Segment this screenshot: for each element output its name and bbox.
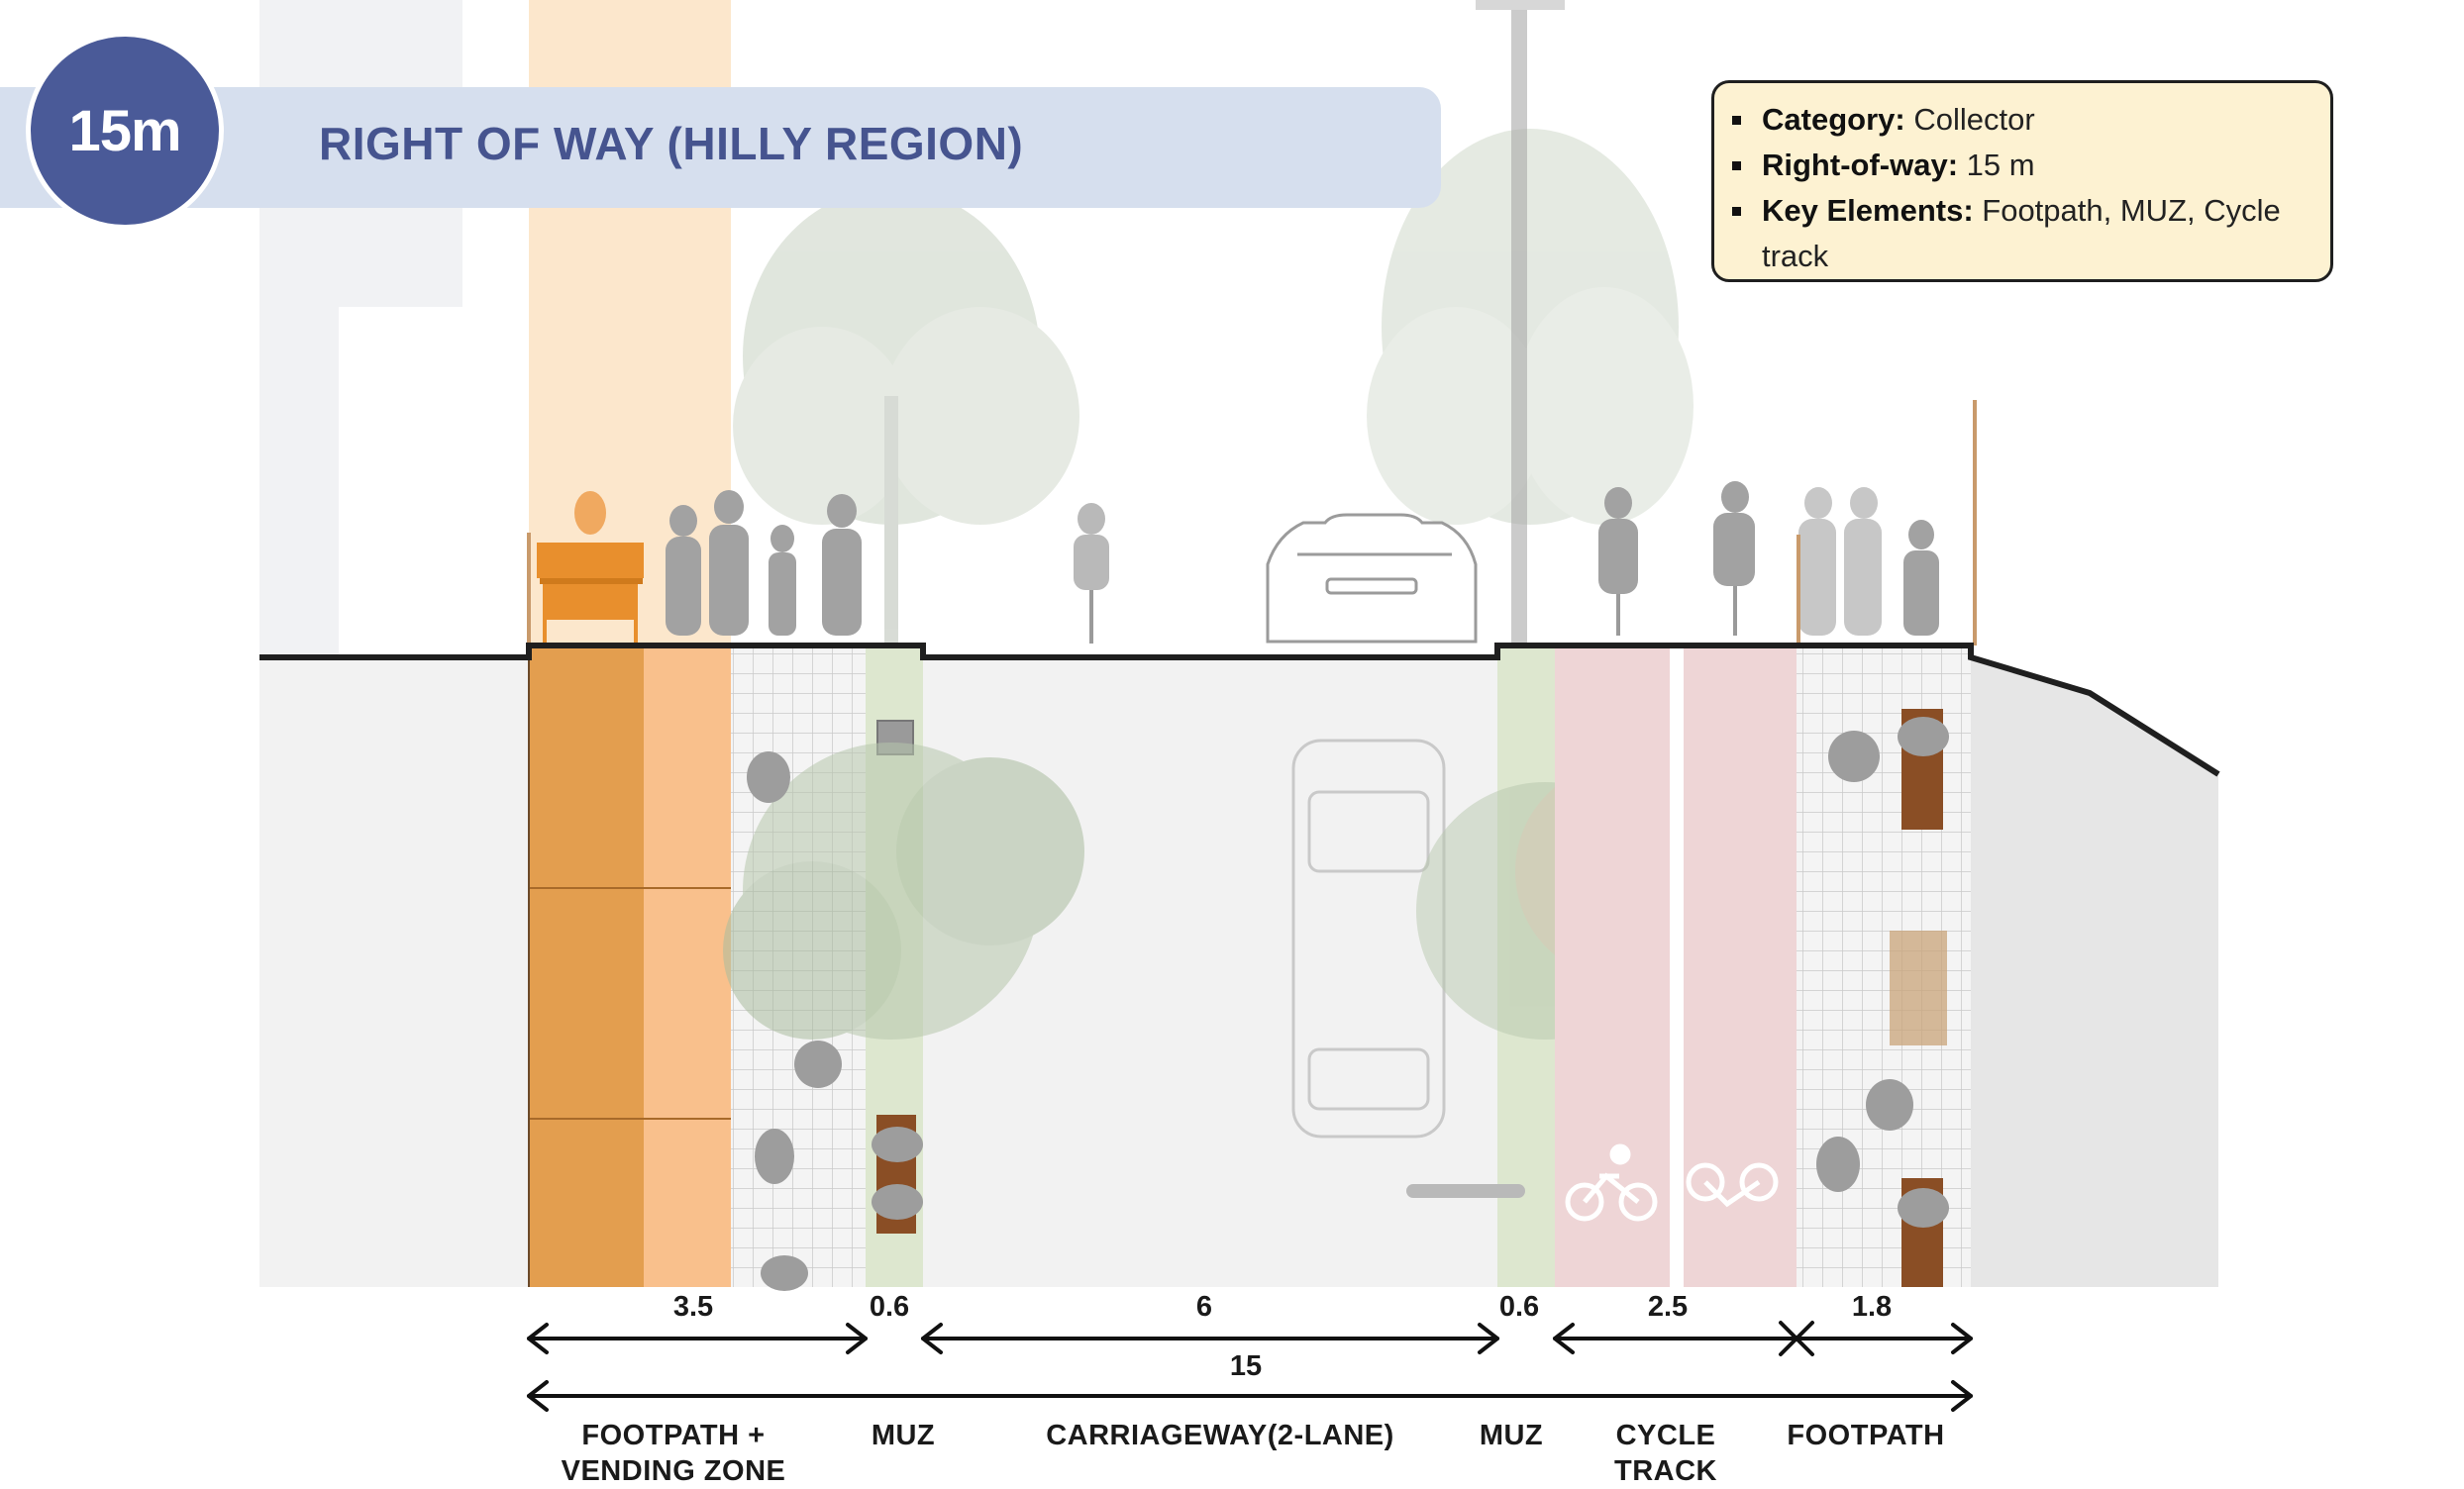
- dim-carriageway: 6: [1195, 1291, 1213, 1323]
- pedestrian-plan-icons: [747, 717, 1949, 1291]
- tree-elevation-right: [1367, 129, 1694, 525]
- info-key-elements: Key Elements: Footpath, MUZ, Cycle track: [1732, 188, 2310, 279]
- zone-muz-right: MUZ: [1479, 1420, 1544, 1451]
- street-light: [1476, 0, 1565, 644]
- dim-muz-right: 0.6: [1498, 1291, 1540, 1323]
- tree-elevation-left: [733, 188, 1079, 644]
- dimension-lines: [527, 1321, 1973, 1412]
- vendor-stall: [537, 491, 644, 645]
- zone-footpath: FOOTPATH: [1787, 1420, 1945, 1451]
- info-right-of-way: Right-of-way: 15 m: [1732, 143, 2310, 188]
- page-title: RIGHT OF WAY (HILLY REGION): [319, 118, 1024, 169]
- ground-profile-line: [259, 643, 2220, 777]
- bicycle-symbol-icon: [1565, 1143, 1779, 1222]
- zone-carriageway: CARRIAGEWAY(2-LANE): [1046, 1420, 1394, 1451]
- dim-total: 15: [1229, 1350, 1263, 1382]
- zone-muz-left: MUZ: [871, 1420, 936, 1451]
- tree-canopy-left: [723, 743, 1084, 1040]
- dim-cycle-track: 2.5: [1647, 1291, 1689, 1323]
- dim-muz-left: 0.6: [869, 1291, 910, 1323]
- slope-fill: [1971, 657, 2218, 1287]
- dim-footpath-vending: 3.5: [672, 1291, 714, 1323]
- car-elevation: [1266, 513, 1478, 644]
- width-badge: 15m: [26, 32, 224, 230]
- bollard-bar: [1406, 1184, 1525, 1198]
- title-bar: [0, 87, 1441, 208]
- dim-footpath: 1.8: [1851, 1291, 1893, 1323]
- info-box: Category: Collector Right-of-way: 15 m K…: [1711, 80, 2333, 282]
- zone-footpath-vending: FOOTPATH + VENDING ZONE: [561, 1420, 786, 1487]
- planter-right: [1890, 931, 1947, 1045]
- bicycles-elevation: [1089, 586, 1737, 644]
- zone-cycle-track: CYCLE TRACK: [1614, 1420, 1717, 1487]
- info-category: Category: Collector: [1732, 97, 2310, 143]
- pedestrian-elevation-icons: [666, 481, 1939, 636]
- vending-zone-plan: [528, 645, 731, 1287]
